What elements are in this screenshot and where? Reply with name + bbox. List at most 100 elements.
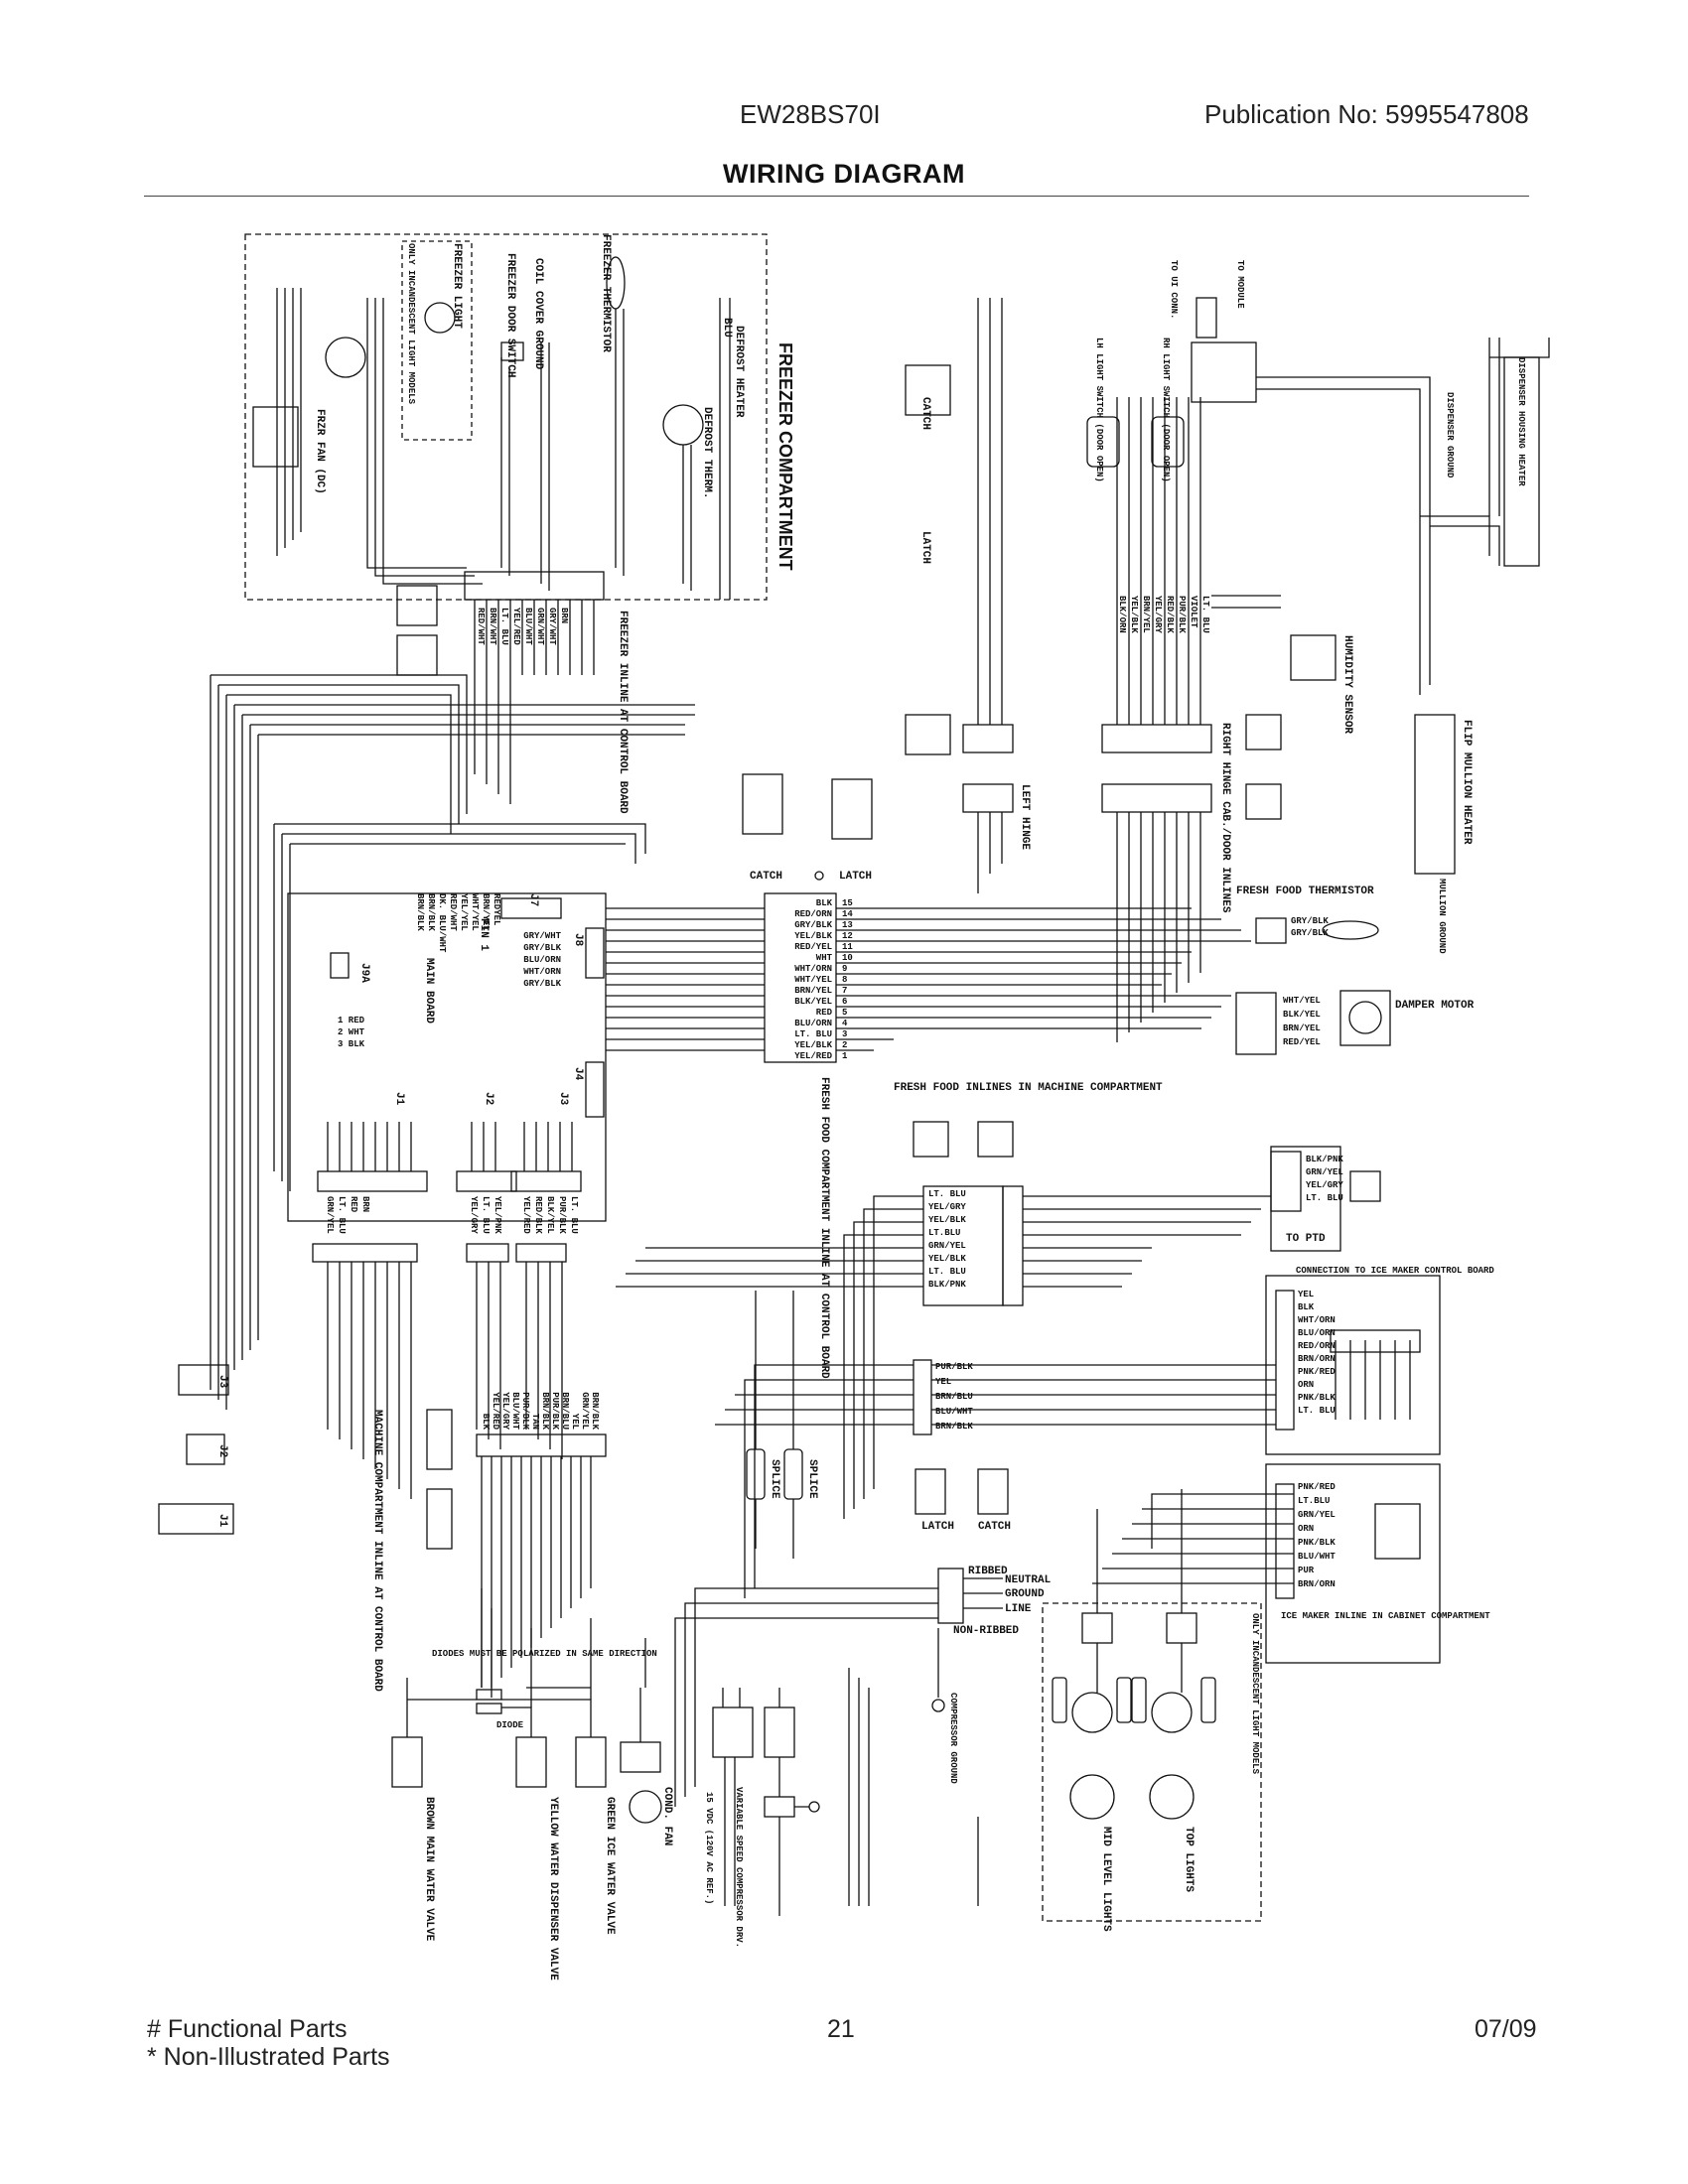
label-freezer-compartment: FREEZER COMPARTMENT <box>775 342 795 571</box>
label-fresh-food-thermistor: FRESH FOOD THERMISTOR <box>1236 886 1374 897</box>
label-top-lights: TOP LIGHTS <box>1183 1827 1195 1892</box>
label-splice-b: SPLICE <box>806 1459 818 1499</box>
splice-wires <box>755 1291 794 1559</box>
footer-functional-parts: # Functional Parts <box>147 2015 348 2043</box>
machine-inline-wire-label: BRN/BLU <box>560 1392 570 1430</box>
label-ground: GROUND <box>1005 1588 1045 1600</box>
right-hinge-inlines-top <box>1101 724 1212 753</box>
freezer-inline-wire-label: GRY/WHT <box>547 608 557 645</box>
ff-color-wire-label: RED/YEL <box>794 942 832 952</box>
freezer-inline-wire-label: GRN/WHT <box>535 608 545 645</box>
catch-latch-joint <box>814 871 824 881</box>
j1-lower <box>312 1243 418 1263</box>
label-freezer-door-switch: FREEZER DOOR SWITCH <box>504 253 516 377</box>
ice-maker-top-wire-colors: YELBLKWHT/ORNBLU/ORNRED/ORNBRN/ORNPNK/RE… <box>1298 1290 1336 1416</box>
mid-level-light-icon <box>1071 1692 1113 1733</box>
label-latch: LATCH <box>839 871 872 883</box>
machine-inline-connector <box>476 1433 607 1457</box>
freezer-fan-icon <box>325 337 366 378</box>
mid-inline-wire-label: YEL <box>935 1377 951 1387</box>
ff-inline-plug-a <box>913 1121 949 1158</box>
fresh-food-wires <box>606 907 1251 1051</box>
ptd-box <box>1270 1146 1341 1252</box>
label-incandescent-only: ONLY INCANDESCENT LIGHT MODELS <box>406 243 416 405</box>
ice-bottom-wire-label: GRN/YEL <box>1298 1510 1336 1520</box>
label-latch-top: LATCH <box>919 531 931 564</box>
label-damper-motor: DAMPER MOTOR <box>1395 1000 1475 1012</box>
j1-wire-label: GRN/YEL <box>325 1196 335 1234</box>
vsc-connector-c <box>764 1796 795 1818</box>
ff-pin-wire-label: 6 <box>842 997 847 1007</box>
label-ribbed: RIBBED <box>968 1566 1008 1577</box>
label-to-ptd: TO PTD <box>1286 1233 1326 1245</box>
light-wires <box>1096 1489 1183 1693</box>
freezer-door-switch-icon <box>500 341 524 361</box>
ice-top-wire-label: LT. BLU <box>1298 1406 1336 1416</box>
label-fresh-food-inline: FRESH FOOD COMPARTMENT INLINE AT CONTROL… <box>818 1077 830 1379</box>
ffinline-left-wire-label: BLK/PNK <box>928 1280 966 1290</box>
label-diode: DIODE <box>496 1720 524 1730</box>
ffinline-left-wire-label: YEL/BLK <box>928 1254 966 1264</box>
damper-wire-label: BLK/YEL <box>1283 1010 1321 1020</box>
machine-inline-wire-label: BLU/WHT <box>510 1392 520 1430</box>
j4-connector <box>585 1061 605 1118</box>
label-defrost-heater: DEFROST HEATER <box>733 326 745 418</box>
j9a-connector <box>330 952 350 979</box>
label-j3: J3 <box>557 1092 569 1106</box>
j1-plug <box>158 1503 234 1535</box>
power-cord-connector <box>937 1568 964 1624</box>
label-ff-inlines-machine: FRESH FOOD INLINES IN MACHINE COMPARTMEN… <box>894 1082 1163 1094</box>
ff-color-wire-label: WHT/YEL <box>794 975 832 985</box>
damper-motor-box <box>1339 990 1391 1046</box>
valve-harness <box>481 1588 646 1707</box>
j7-wire-label: DK. BLU/WHT <box>437 893 447 953</box>
j2-lower <box>466 1243 509 1263</box>
ff-pin-wire-label: 4 <box>842 1019 848 1028</box>
ff-color-wire-label: LT. BLU <box>794 1029 832 1039</box>
main-board-outline <box>287 892 607 1222</box>
ff-color-wire-label: BLK <box>816 898 833 908</box>
label-blu: BLU <box>721 318 733 338</box>
label-line: LINE <box>1005 1603 1032 1615</box>
flip-mullion-heater <box>1414 714 1456 875</box>
ffinline-left-wire-label: YEL/GRY <box>928 1202 966 1212</box>
rh-light-switch <box>1151 416 1185 468</box>
ff-pin-wire-label: 9 <box>842 964 847 974</box>
ptd-plug <box>1349 1170 1381 1202</box>
left-hinge-inlines-bottom <box>962 783 1014 813</box>
left-hinge-inlines-top <box>962 724 1014 753</box>
label-right-hinge: RIGHT HINGE CAB./DOOR INLINES <box>1219 723 1231 913</box>
cabinet-right-wire-label: RED/BLK <box>1165 596 1175 633</box>
diode-splice-2 <box>476 1703 502 1714</box>
j1-wire-label: LT. BLU <box>337 1196 347 1234</box>
j2-plug <box>186 1433 225 1465</box>
right-hinge-inlines-bottom <box>1101 783 1212 813</box>
light-models-box <box>1042 1602 1262 1922</box>
j7-wire-label: BRN/BLK <box>426 893 436 931</box>
label-j2-plug: J2 <box>216 1444 228 1457</box>
top-light-lower-icon <box>1149 1774 1195 1820</box>
j7-wire-label: BRN/YEL <box>481 893 491 931</box>
ff-color-wire-label: RED <box>816 1008 833 1018</box>
ice-top-wire-label: YEL <box>1298 1290 1314 1299</box>
label-pin1: PIN 1 <box>478 918 490 951</box>
ff-pin-wire-label: 14 <box>842 909 853 919</box>
ice-top-wire-label: PNK/RED <box>1298 1367 1336 1377</box>
machine-inline-wire-label: PUR/BLK <box>550 1392 560 1430</box>
brown-main-valve <box>391 1736 423 1788</box>
compressor-ground-icon <box>931 1699 945 1712</box>
j8-wire-label: WHT/ORN <box>523 967 561 977</box>
label-to-module: TO MODULE <box>1235 260 1245 309</box>
freezer-inline-wire-label: RED/WHT <box>476 608 486 645</box>
ff-color-wire-label: YEL/BLK <box>794 931 832 941</box>
splice-top-right <box>1196 297 1217 339</box>
mid-inline-wire-label: BLU/WHT <box>935 1407 973 1417</box>
label-incandescent-only-bottom: ONLY INCANDESCENT LIGHT MODELS <box>1250 1613 1260 1775</box>
damper-motor-icon <box>1348 1001 1382 1034</box>
j8-wire-label: GRY/BLK <box>523 979 561 989</box>
latch-catch-connector-b <box>905 714 951 755</box>
